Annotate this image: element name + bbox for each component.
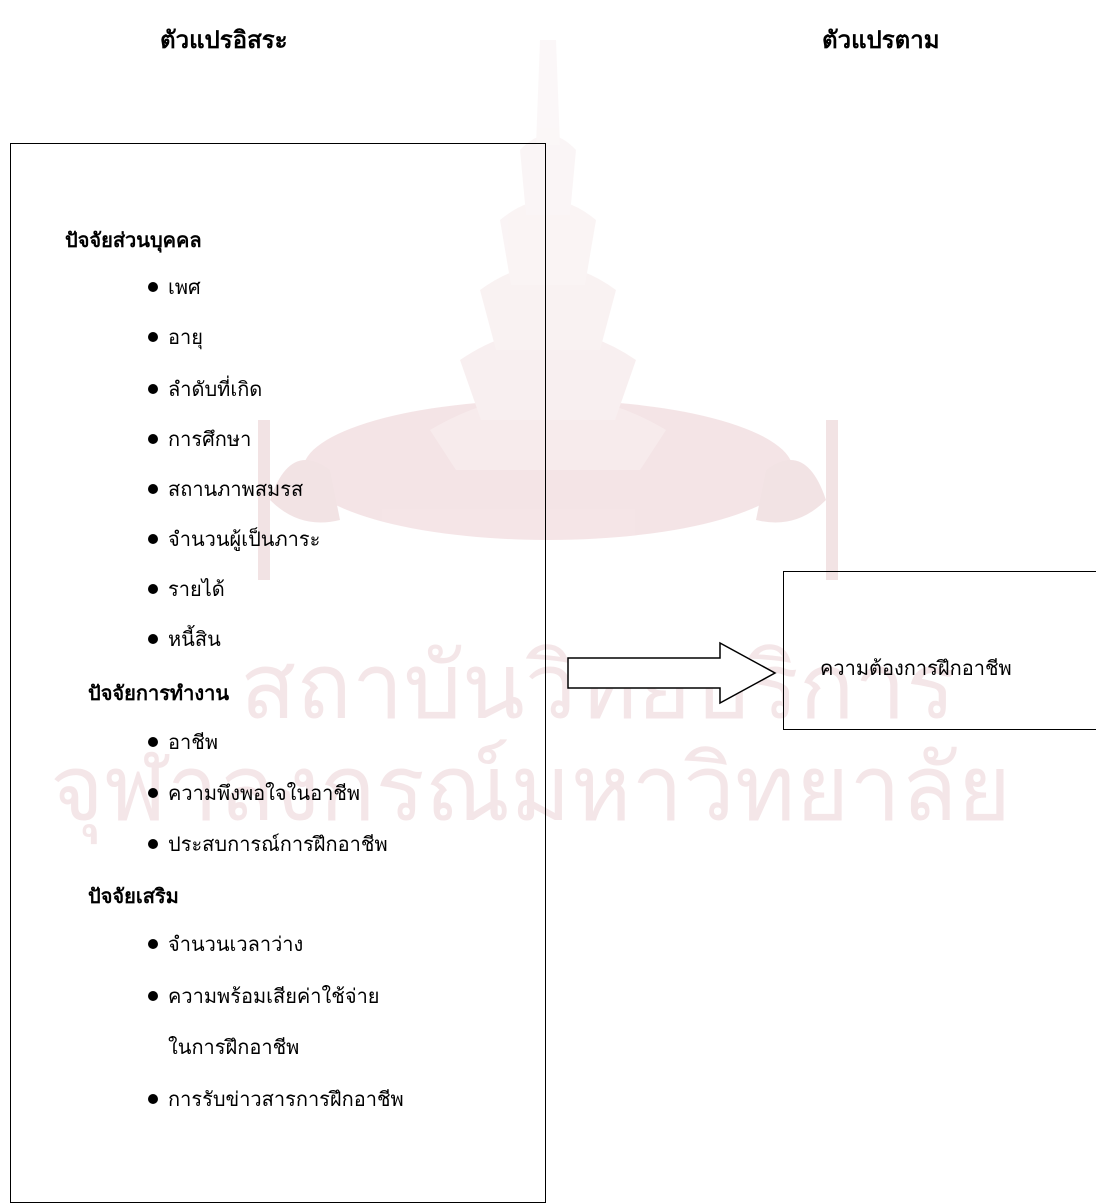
list-item: จำนวนผู้เป็นภาระ [148,527,320,551]
bullet-icon [148,1093,158,1104]
bullet-icon [148,483,158,494]
group-title-work: ปัจจัยการทำงาน [88,681,230,705]
dependent-variable-box [783,571,1096,730]
group-title-supplementary: ปัจจัยเสริม [88,884,179,908]
group-title-personal: ปัจจัยส่วนบุคคล [65,228,202,252]
list-item: การศึกษา [148,427,251,451]
bullet-icon [148,433,158,444]
bullet-icon [148,736,158,747]
bullet-icon [148,938,158,949]
bullet-icon [148,583,158,594]
list-item: จำนวนเวลาว่าง [148,932,303,956]
list-item: สถานภาพสมรส [148,477,303,501]
list-item: หนี้สิน [148,627,221,651]
list-item: ความพึงพอใจในอาชีพ [148,781,360,805]
list-item: การรับข่าวสารการฝึกอาชีพ [148,1087,404,1111]
list-item-continuation: ในการฝึกอาชีพ [168,1035,300,1059]
list-item: ประสบการณ์การฝึกอาชีพ [148,832,388,856]
bullet-icon [148,331,158,342]
list-item: รายได้ [148,577,225,601]
list-item: เพศ [148,275,201,299]
dependent-variable-heading: ตัวแปรตาม [822,25,940,54]
bullet-icon [148,383,158,394]
bullet-icon [148,990,158,1001]
independent-variable-heading: ตัวแปรอิสระ [160,25,288,54]
list-item: ลำดับที่เกิด [148,377,262,401]
list-item: อาชีพ [148,730,218,754]
right-arrow-icon [567,641,777,705]
list-item: ความพร้อมเสียค่าใช้จ่าย [148,984,380,1008]
bullet-icon [148,281,158,292]
bullet-icon [148,533,158,544]
bullet-icon [148,787,158,798]
bullet-icon [148,633,158,644]
bullet-icon [148,838,158,849]
dependent-variable-label: ความต้องการฝึกอาชีพ [820,656,1012,680]
list-item: อายุ [148,325,203,349]
